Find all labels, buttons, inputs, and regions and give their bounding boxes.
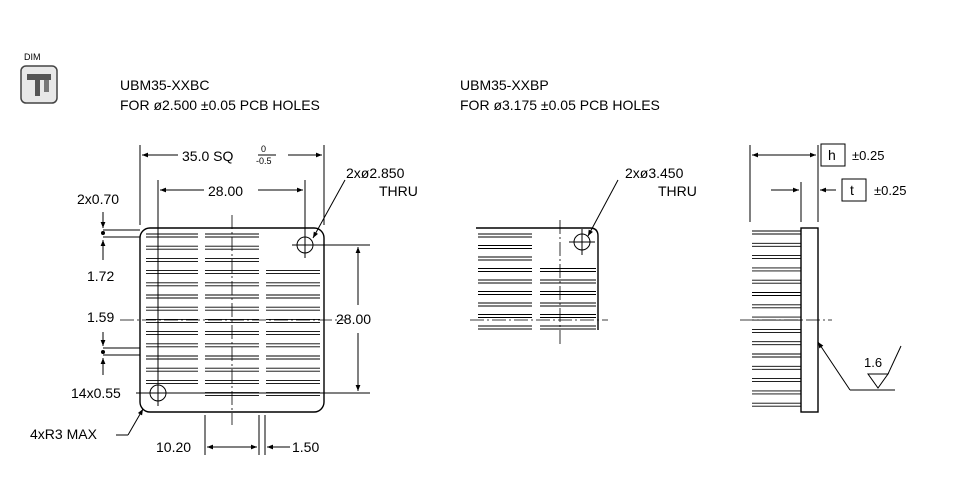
corner-radius-label: 4xR3 MAX [30,426,98,442]
overall-size-label: 35.0 SQ [182,148,233,164]
side-fin-array [752,230,801,407]
dim-159-label: 1.59 [87,309,114,325]
mid-model-title: UBM35-XXBP [460,77,549,93]
badge-label: DIM [24,52,41,62]
side-view: h ±0.25 t ±0.25 1.6 [740,143,906,413]
overall-tol-lower: -0.5 [256,156,272,166]
thickness-box [841,178,867,202]
left-hole-note: FOR ø2.500 ±0.05 PCB HOLES [120,97,320,113]
surface-finish-symbol [867,373,889,389]
overall-tol-upper: 0 [261,144,266,154]
hole-callout-line2: THRU [379,183,418,199]
dim-overall-size: 35.0 SQ 0 -0.5 [139,144,325,225]
mid-hole-callout-line2: THRU [658,183,697,199]
mid-hole-callout-line1: 2xø3.450 [625,165,684,181]
height-box [820,143,846,167]
thickness-symbol: t [850,182,854,198]
partial-outline [476,227,599,330]
middle-partial-view: 2xø3.450 THRU [470,165,697,345]
fin-array [146,233,320,397]
dim-1020-label: 10.20 [156,439,191,455]
height-symbol: h [828,147,836,163]
left-top-view [100,212,345,425]
corner-radius-callout: 4xR3 MAX [30,408,144,442]
hole-spacing-label: 28.00 [208,183,243,199]
height-tol: ±0.25 [852,148,884,163]
left-hole-callout: 2xø2.850 THRU [312,165,418,239]
mid-fin-array [478,233,596,330]
thickness-tol: ±0.25 [874,183,906,198]
left-model-title: UBM35-XXBC [120,77,209,93]
pin-width-label: 2x0.70 [77,191,119,207]
fin-thickness-label: 14x0.55 [71,385,121,401]
hole-callout-line1: 2xø2.850 [346,165,405,181]
dim-badge[interactable]: DIM [20,52,58,104]
dim-vertical-hole-spacing: 28.00 [165,244,371,394]
dim-hole-spacing: 28.00 [157,180,306,385]
surface-finish-value: 1.6 [864,355,882,370]
vertical-hole-spacing-label: 28.00 [336,311,371,327]
dim-bottom: 10.20 1.50 [156,415,319,455]
mid-hole-note: FOR ø3.175 ±0.05 PCB HOLES [460,97,660,113]
caliper-jaw-shape [27,74,51,96]
dim-172-label: 1.72 [87,268,114,284]
dim-150-label: 1.50 [292,439,319,455]
